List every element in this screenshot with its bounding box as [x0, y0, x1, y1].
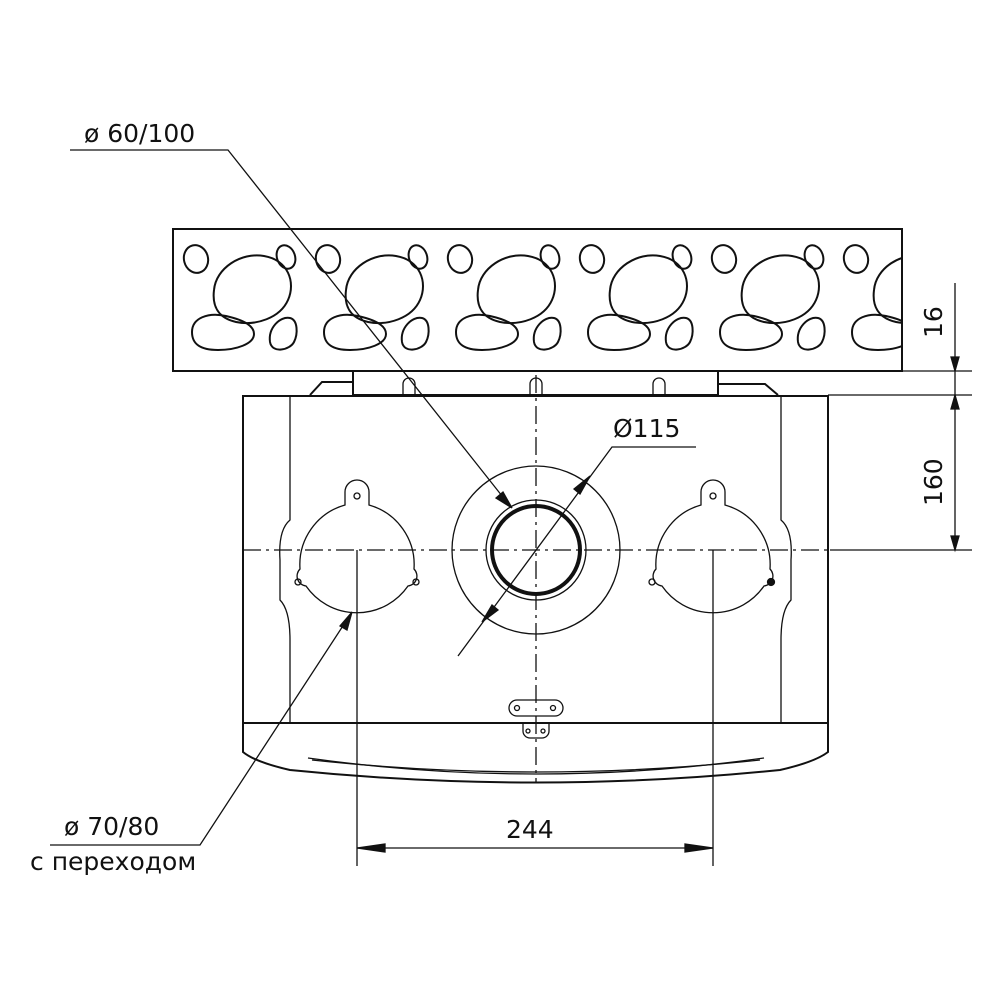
dim-height-label: 160: [919, 458, 948, 506]
vertical-dimensions: [828, 283, 972, 553]
flue-coaxial-label: ø 60/100: [84, 119, 195, 148]
side-port-right: [648, 479, 776, 614]
dim-top-gap-label: 16: [919, 306, 948, 338]
dim-spacing-label: 244: [506, 815, 554, 844]
leader-coaxial: [70, 149, 513, 509]
side-ports-label-line1: ø 70/80: [64, 812, 159, 841]
panel-cutout-pattern: [179, 241, 902, 351]
leader-flue-outer: [457, 446, 696, 657]
latch-icon: [508, 699, 564, 739]
mounting-bracket: [309, 370, 779, 396]
horizontal-dimension: [356, 550, 714, 866]
side-port-left: [294, 479, 420, 614]
leader-side-ports: [50, 611, 353, 846]
top-decorative-panel: [172, 228, 903, 372]
side-ports-label-line2: с переходом: [30, 847, 196, 876]
flue-outer-label: Ø115: [613, 414, 680, 443]
